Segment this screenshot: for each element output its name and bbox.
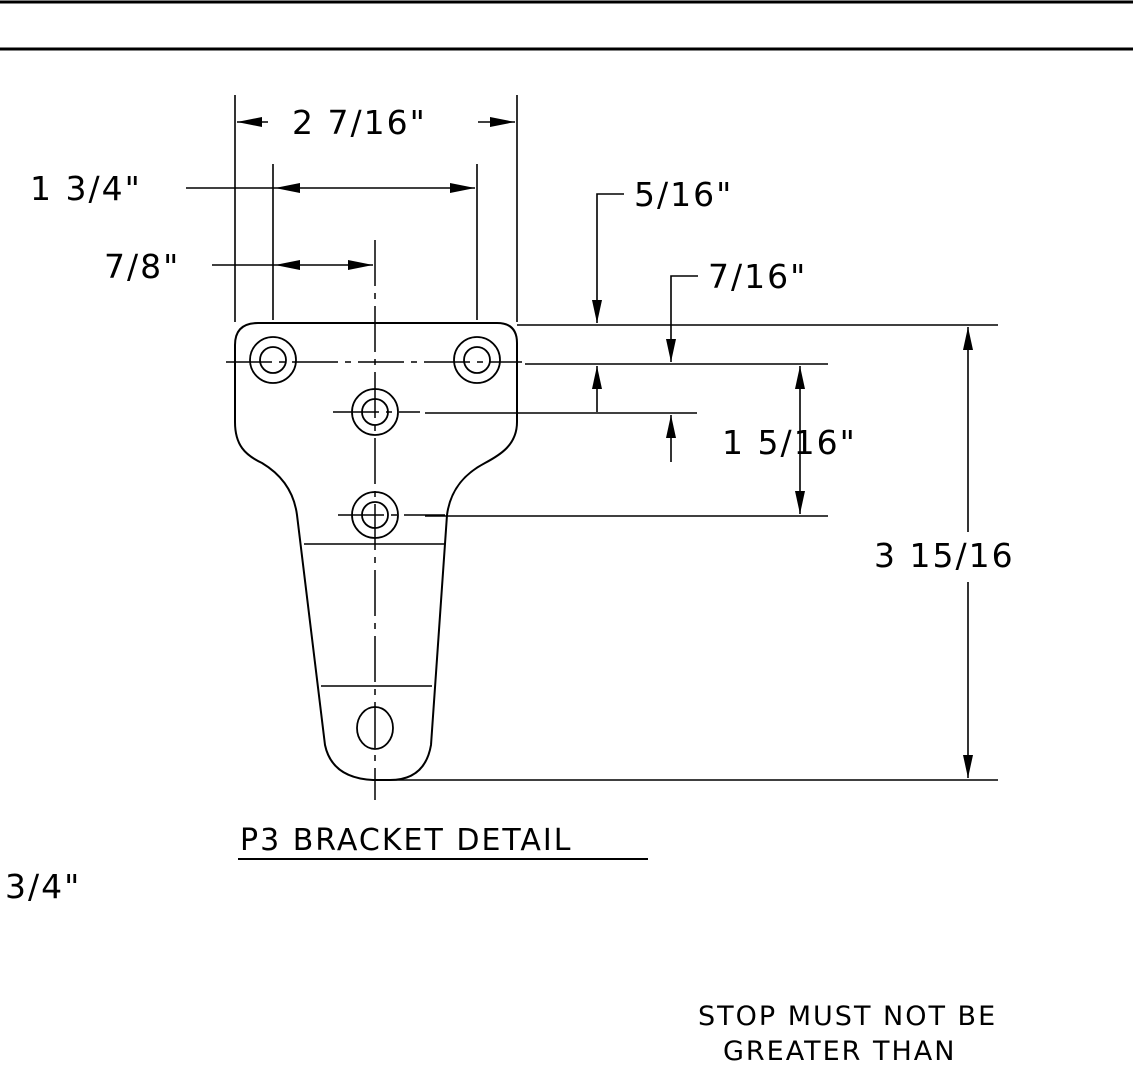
dim-hole-row: 7/16" — [666, 257, 807, 362]
dim-overall-width: 2 7/16" — [234, 95, 518, 322]
drawing-title: P3 BRACKET DETAIL — [240, 823, 573, 858]
hole-top-left — [249, 336, 297, 384]
dim-center-hole-gap — [592, 366, 676, 462]
dim-top-edge: 5/16" — [592, 175, 733, 323]
hole-bottom — [356, 706, 394, 750]
note-line-2: GREATER THAN — [723, 1036, 956, 1066]
note-line-1: STOP MUST NOT BE — [698, 1001, 997, 1032]
bracket-outline — [234, 322, 518, 781]
dim-overall-height-label: 3 15/16 — [874, 536, 1015, 575]
dim-overall-height: 3 15/16 — [874, 327, 1015, 778]
dim-center-offset: 7/8" — [104, 247, 373, 286]
dim-lower-hole: 1 5/16" — [722, 366, 857, 514]
hole-center — [351, 388, 399, 436]
dim-hole-spacing-label: 1 3/4" — [30, 169, 142, 208]
dim-top-edge-label: 5/16" — [634, 175, 733, 214]
dim-hole-row-label: 7/16" — [708, 257, 807, 296]
hole-top-right — [453, 336, 501, 384]
dim-center-offset-label: 7/8" — [104, 247, 180, 286]
hole-lower — [351, 491, 399, 539]
dim-hole-spacing: 1 3/4" — [30, 164, 478, 320]
dim-lower-hole-label: 1 5/16" — [722, 423, 857, 462]
dim-overall-width-label: 2 7/16" — [292, 103, 427, 142]
bottom-left-dimension: 3/4" — [5, 867, 81, 906]
